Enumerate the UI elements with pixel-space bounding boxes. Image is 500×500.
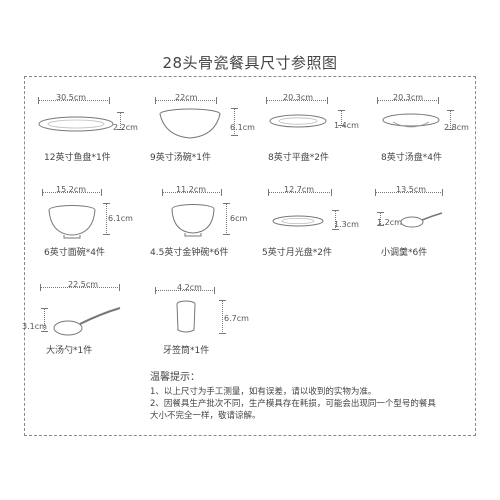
height-dimension-line bbox=[338, 110, 345, 126]
dashed-frame bbox=[24, 76, 476, 436]
height-dimension-line bbox=[103, 203, 110, 235]
height-dimension-line bbox=[41, 308, 48, 332]
soup-plate-illustration bbox=[382, 113, 440, 128]
height-label: 3.1cm bbox=[22, 322, 47, 331]
width-dimension-line bbox=[377, 97, 439, 104]
width-dimension-line bbox=[40, 284, 120, 291]
item-label: 9英寸汤碗*1件 bbox=[150, 153, 211, 163]
golden-bell-bowl-illustration bbox=[171, 204, 215, 237]
width-label: 13.5cm bbox=[396, 185, 427, 194]
item-label: 8英寸汤盘*4件 bbox=[381, 153, 442, 163]
ladle-illustration bbox=[53, 307, 121, 336]
notes-line: 大小不完全一样，敬请谅解。 bbox=[150, 411, 261, 421]
height-label: 2.8cm bbox=[444, 123, 469, 132]
width-dimension-line bbox=[268, 189, 332, 196]
item-label: 牙签筒*1件 bbox=[163, 346, 210, 356]
noodle-bowl-illustration bbox=[48, 205, 96, 239]
width-dimension-line bbox=[375, 189, 443, 196]
width-dimension-line bbox=[162, 189, 222, 196]
notes-block: 温馨提示： 1、以上尺寸为手工测量，如有误差，请以收到的实物为准。 2、因餐具生… bbox=[150, 372, 470, 422]
height-dimension-line bbox=[223, 203, 230, 235]
width-label: 15.2cm bbox=[56, 185, 87, 194]
height-label: 1.3cm bbox=[334, 220, 359, 229]
width-dimension-line bbox=[266, 97, 328, 104]
height-label: 6.1cm bbox=[108, 214, 133, 223]
width-dimension-line bbox=[42, 189, 102, 196]
height-dimension-line bbox=[219, 300, 226, 334]
width-label: 11.2cm bbox=[176, 185, 207, 194]
height-label: 6.7cm bbox=[224, 314, 249, 323]
height-dimension-line bbox=[117, 112, 124, 130]
soup-bowl-illustration bbox=[159, 108, 221, 139]
width-dimension-line bbox=[155, 287, 215, 294]
flat-plate-illustration bbox=[269, 114, 327, 128]
width-label: 12.7cm bbox=[284, 185, 315, 194]
item-label: 5英寸月光盘*2件 bbox=[262, 248, 332, 258]
page-title: 28头骨瓷餐具尺寸参照图 bbox=[162, 54, 338, 72]
item-label: 小调羹*6件 bbox=[381, 248, 428, 258]
height-dimension-line bbox=[377, 212, 384, 226]
width-label: 22.5cm bbox=[68, 280, 99, 289]
item-label: 12英寸鱼盘*1件 bbox=[44, 153, 111, 163]
width-label: 22cm bbox=[175, 93, 198, 102]
height-label: 6cm bbox=[230, 214, 248, 223]
item-label: 6英寸面碗*4件 bbox=[44, 248, 105, 258]
height-label: 2.2cm bbox=[113, 123, 138, 132]
width-dimension-line bbox=[155, 97, 217, 104]
item-label: 大汤勺*1件 bbox=[46, 346, 93, 356]
item-label: 4.5英寸金钟碗*6件 bbox=[150, 248, 229, 258]
moonlight-plate-illustration bbox=[272, 215, 324, 227]
notes-heading: 温馨提示： bbox=[150, 372, 200, 383]
height-label: 6.1cm bbox=[230, 123, 255, 132]
small-spoon-illustration bbox=[400, 212, 443, 228]
height-dimension-line bbox=[447, 110, 454, 130]
height-dimension-line bbox=[231, 108, 238, 136]
fish-plate-illustration bbox=[38, 116, 114, 132]
height-label: 1.2cm bbox=[377, 218, 402, 227]
toothpick-holder-illustration bbox=[176, 300, 196, 333]
height-label: 1.4cm bbox=[334, 121, 359, 130]
notes-line: 2、因餐具生产批次不同，生产模具存在耗损，可能会出现同一个型号的餐具 bbox=[150, 399, 436, 409]
height-dimension-line bbox=[332, 210, 339, 230]
notes-line: 1、以上尺寸为手工测量，如有误差，请以收到的实物为准。 bbox=[150, 387, 377, 397]
width-label: 30.5cm bbox=[56, 93, 87, 102]
width-label: 4.2cm bbox=[177, 283, 202, 292]
width-label: 20.3cm bbox=[283, 93, 314, 102]
width-dimension-line bbox=[38, 97, 110, 104]
item-label: 8英寸平盘*2件 bbox=[268, 153, 329, 163]
width-label: 20.3cm bbox=[393, 93, 424, 102]
